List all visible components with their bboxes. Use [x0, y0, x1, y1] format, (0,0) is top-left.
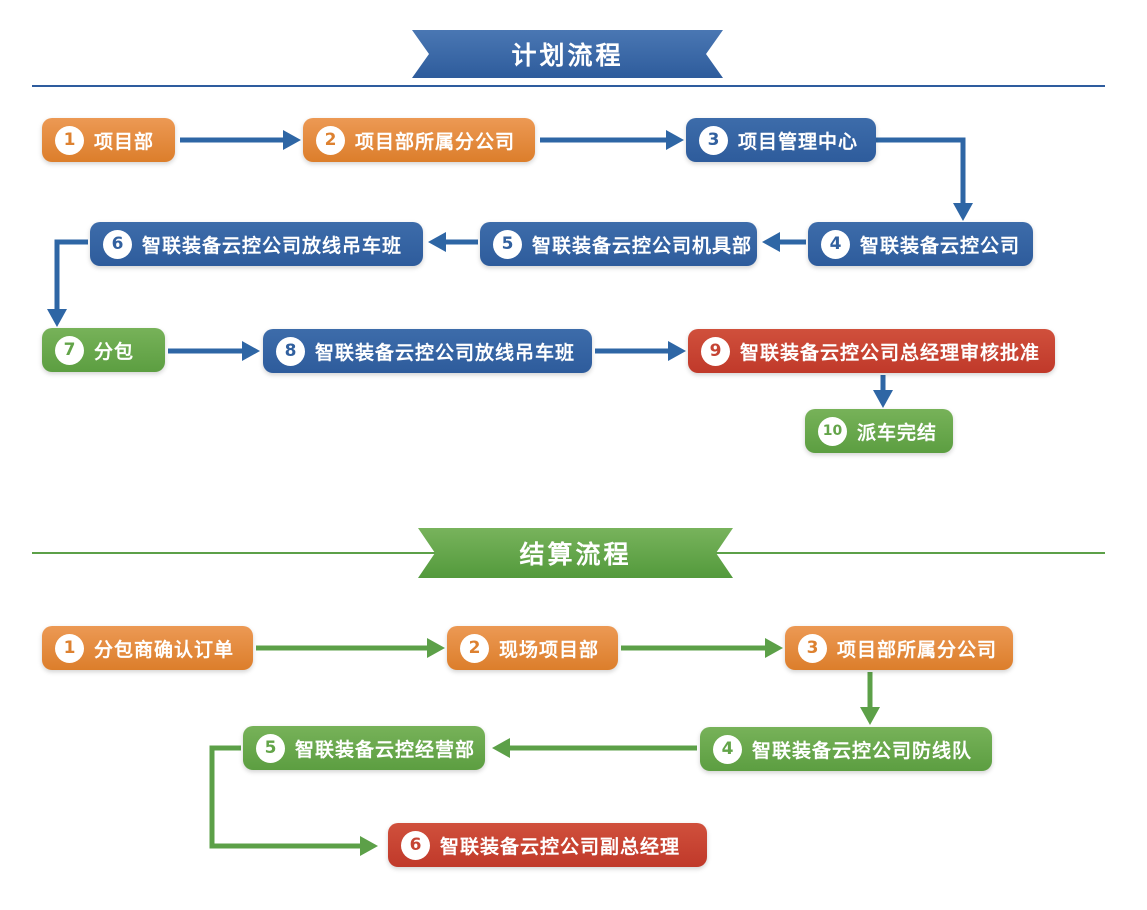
arrow-plan-4-5 — [762, 232, 806, 252]
step-number: 4 — [713, 734, 742, 764]
step-label: 智联装备云控公司 — [860, 234, 1021, 257]
step-number: 7 — [55, 335, 84, 365]
step-label: 派车完结 — [857, 421, 938, 444]
arrow-plan-1-2 — [180, 130, 301, 150]
step-number: 1 — [55, 633, 84, 663]
arrow-settle-3-4 — [860, 672, 880, 725]
step-number: 10 — [818, 416, 847, 446]
step-label: 智联装备云控经营部 — [295, 738, 476, 761]
settle-node-3: 3 项目部所属分公司 — [785, 626, 1013, 670]
step-number: 5 — [493, 229, 522, 259]
arrow-plan-9-10 — [873, 375, 893, 408]
step-number: 6 — [401, 830, 430, 860]
settle-node-4: 4 智联装备云控公司防线队 — [700, 727, 992, 771]
plan-node-5: 5 智联装备云控公司机具部 — [480, 222, 757, 266]
plan-node-4: 4 智联装备云控公司 — [808, 222, 1033, 266]
step-number: 3 — [798, 633, 827, 663]
arrow-settle-2-3 — [621, 638, 783, 658]
step-number: 1 — [55, 125, 84, 155]
settle-node-1: 1 分包商确认订单 — [42, 626, 253, 670]
arrow-settle-4-5 — [492, 738, 697, 758]
plan-node-10: 10 派车完结 — [805, 409, 953, 453]
plan-section-banner: 计划流程 — [412, 30, 723, 78]
step-label: 现场项目部 — [499, 638, 600, 661]
step-label: 智联装备云控公司放线吊车班 — [315, 341, 576, 364]
plan-node-7: 7 分包 — [42, 328, 165, 372]
step-number: 2 — [316, 125, 345, 155]
plan-node-9: 9 智联装备云控公司总经理审核批准 — [688, 329, 1055, 373]
settle-node-2: 2 现场项目部 — [447, 626, 618, 670]
step-number: 5 — [256, 733, 285, 763]
settle-section-banner: 结算流程 — [418, 528, 733, 578]
step-label: 项目管理中心 — [738, 130, 859, 153]
divider-line-plan — [32, 85, 1105, 87]
arrow-plan-2-3 — [540, 130, 684, 150]
step-label: 智联装备云控公司副总经理 — [440, 835, 681, 858]
step-label: 智联装备云控公司放线吊车班 — [142, 234, 403, 257]
step-label: 项目部所属分公司 — [355, 130, 516, 153]
arrow-plan-7-8 — [168, 341, 260, 361]
step-number: 2 — [460, 633, 489, 663]
step-number: 9 — [701, 336, 730, 366]
arrow-plan-3-4 — [876, 137, 973, 221]
step-number: 3 — [699, 125, 728, 155]
plan-node-6: 6 智联装备云控公司放线吊车班 — [90, 222, 423, 266]
step-label: 分包商确认订单 — [94, 638, 235, 661]
arrow-settle-1-2 — [256, 638, 445, 658]
step-number: 8 — [276, 336, 305, 366]
plan-node-2: 2 项目部所属分公司 — [303, 118, 535, 162]
arrow-plan-5-6 — [428, 232, 478, 252]
plan-node-3: 3 项目管理中心 — [686, 118, 876, 162]
step-label: 项目部 — [94, 130, 155, 153]
plan-node-1: 1 项目部 — [42, 118, 175, 162]
step-number: 4 — [821, 229, 850, 259]
settle-node-6: 6 智联装备云控公司副总经理 — [388, 823, 707, 867]
step-label: 智联装备云控公司机具部 — [532, 234, 753, 257]
arrow-plan-8-9 — [595, 341, 686, 361]
step-label: 分包 — [94, 340, 135, 363]
plan-node-8: 8 智联装备云控公司放线吊车班 — [263, 329, 592, 373]
step-number: 6 — [103, 229, 132, 259]
settle-node-5: 5 智联装备云控经营部 — [243, 726, 485, 770]
arrow-plan-6-7 — [47, 239, 88, 327]
step-label: 项目部所属分公司 — [837, 638, 998, 661]
step-label: 智联装备云控公司防线队 — [752, 739, 973, 762]
step-label: 智联装备云控公司总经理审核批准 — [740, 341, 1041, 364]
